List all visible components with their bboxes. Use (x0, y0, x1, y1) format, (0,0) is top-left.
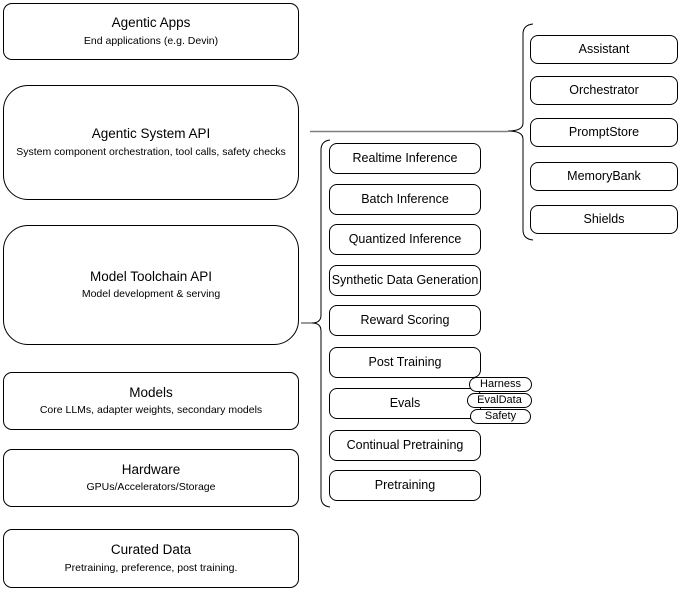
node-quantized-inference: Quantized Inference (329, 224, 481, 255)
node-realtime-inference: Realtime Inference (329, 143, 481, 174)
pill-label: EvalData (477, 394, 522, 406)
node-title: Curated Data (110, 542, 192, 557)
node-post-training: Post Training (329, 347, 481, 378)
node-models: Models Core LLMs, adapter weights, secon… (3, 372, 299, 430)
node-subtitle: System component orchestration, tool cal… (16, 145, 286, 158)
node-evals: Evals (329, 388, 481, 419)
node-subtitle: Core LLMs, adapter weights, secondary mo… (39, 404, 263, 417)
node-assistant: Assistant (530, 35, 678, 64)
node-label: MemoryBank (567, 168, 641, 183)
pill-harness: Harness (469, 377, 532, 392)
node-label: Continual Pretraining (346, 437, 464, 452)
node-label: Realtime Inference (352, 150, 458, 165)
node-orchestrator: Orchestrator (530, 76, 678, 105)
node-subtitle: End applications (e.g. Devin) (83, 34, 219, 47)
node-label: Shields (583, 211, 625, 226)
node-label: Orchestrator (569, 82, 639, 97)
node-title: Hardware (121, 461, 181, 477)
node-memorybank: MemoryBank (530, 162, 678, 191)
system-brace (507, 23, 534, 241)
node-promptstore: PromptStore (530, 118, 678, 147)
node-label: Pretraining (374, 477, 436, 492)
node-subtitle: Model development & serving (81, 288, 221, 301)
node-label: Evals (389, 395, 421, 410)
node-agentic-apps: Agentic Apps End applications (e.g. Devi… (3, 3, 299, 60)
pill-evaldata: EvalData (467, 393, 532, 408)
pill-label: Safety (484, 410, 517, 422)
node-batch-inference: Batch Inference (329, 184, 481, 215)
node-label: Quantized Inference (348, 231, 462, 246)
node-subtitle: Pretraining, preference, post training. (64, 561, 238, 574)
node-continual-pretraining: Continual Pretraining (329, 430, 481, 461)
node-label: Reward Scoring (360, 312, 450, 327)
node-title: Agentic System API (91, 126, 211, 141)
node-curated-data: Curated Data Pretraining, preference, po… (3, 529, 299, 588)
pill-label: Harness (480, 378, 521, 390)
node-shields: Shields (530, 205, 678, 234)
node-label: Assistant (578, 41, 630, 56)
node-agentic-system-api: Agentic System API System component orch… (3, 85, 299, 200)
node-label: Batch Inference (361, 191, 449, 206)
node-reward-scoring: Reward Scoring (329, 305, 481, 336)
toolchain-brace (311, 139, 331, 508)
node-synthetic-data-generation: Synthetic Data Generation (329, 265, 481, 296)
node-title: Model Toolchain API (89, 268, 213, 284)
pill-safety: Safety (470, 409, 531, 424)
node-pretraining: Pretraining (329, 470, 481, 501)
node-subtitle: GPUs/Accelerators/Storage (86, 481, 216, 494)
node-label: PromptStore (568, 124, 640, 139)
node-title: Models (129, 384, 173, 400)
node-hardware: Hardware GPUs/Accelerators/Storage (3, 449, 299, 507)
node-label: Post Training (368, 354, 442, 369)
node-label: Synthetic Data Generation (331, 272, 479, 287)
node-model-toolchain-api: Model Toolchain API Model development & … (3, 225, 299, 345)
node-title: Agentic Apps (111, 15, 191, 30)
